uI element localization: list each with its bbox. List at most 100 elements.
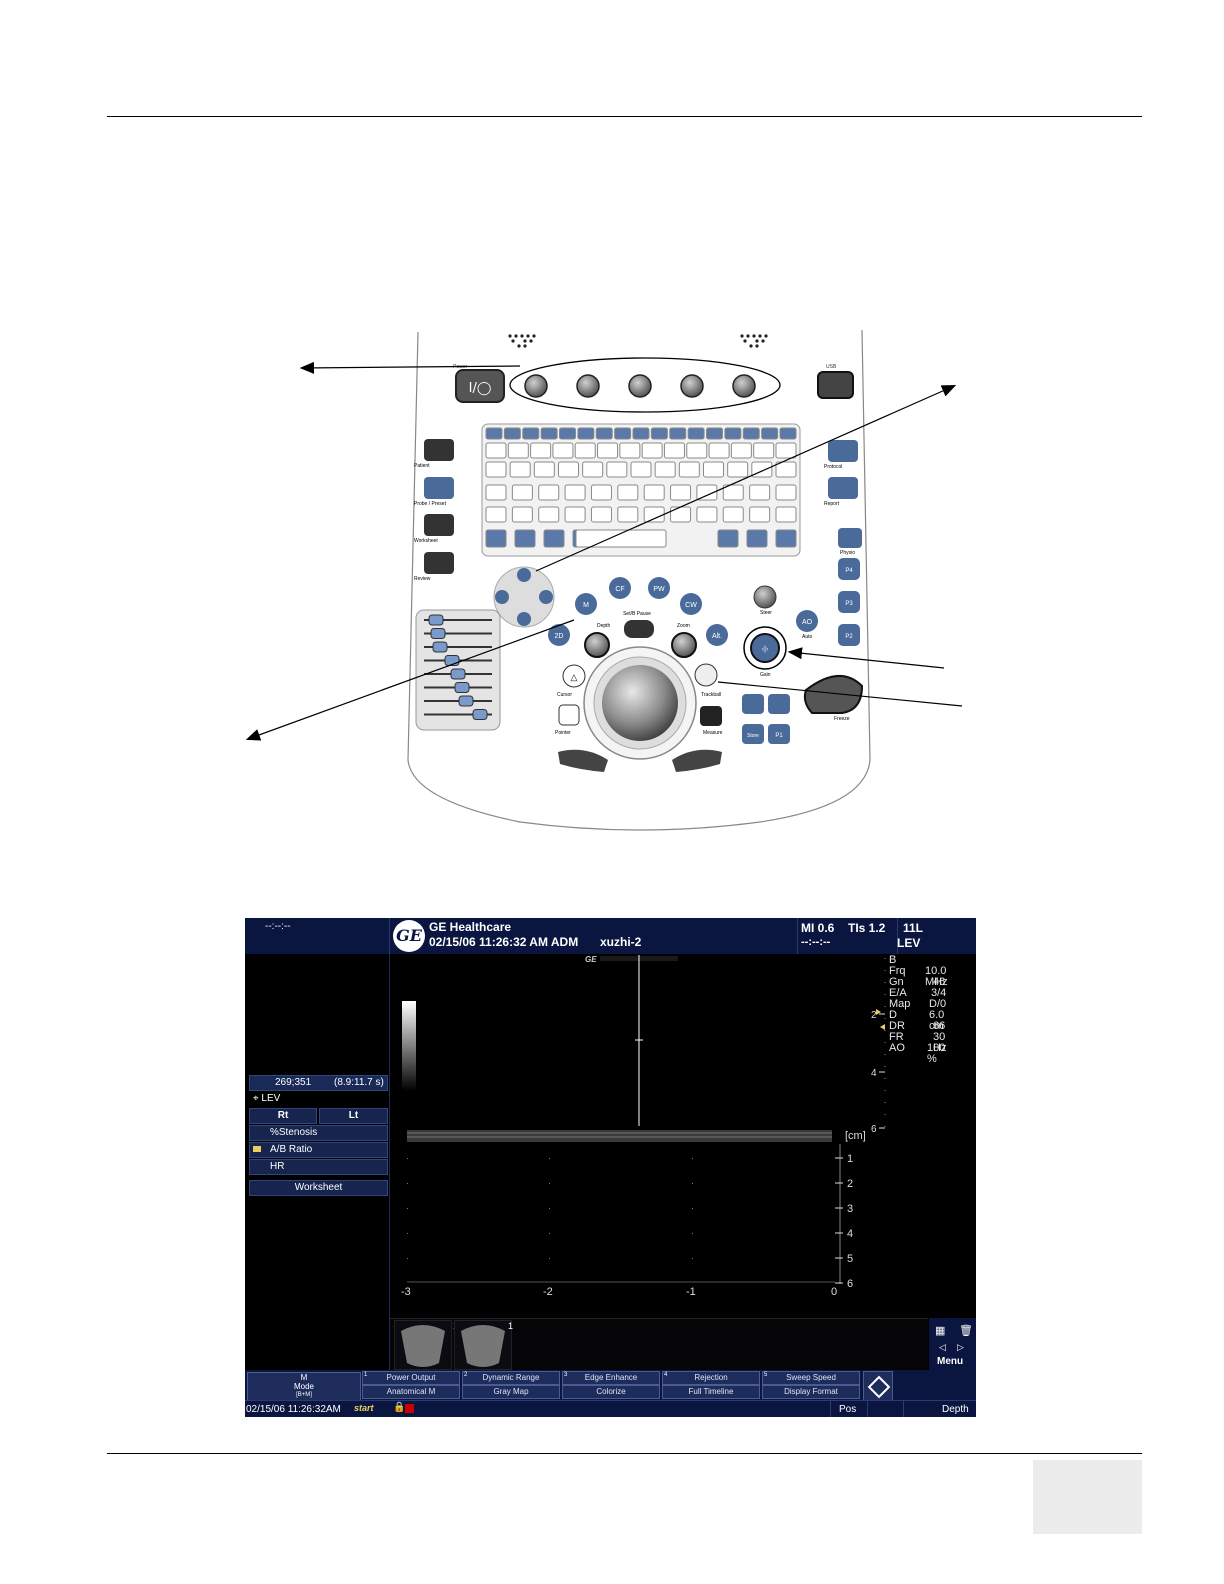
keyboard-key[interactable] (630, 461, 652, 478)
keyboard-key[interactable] (761, 427, 779, 440)
softkey-colorize[interactable]: Colorize (562, 1385, 660, 1399)
keyboard-key[interactable] (775, 461, 797, 478)
keyboard-key[interactable] (577, 427, 595, 440)
keyboard-key[interactable] (538, 484, 560, 501)
keyboard-key[interactable] (746, 529, 768, 548)
keyboard-key[interactable] (582, 461, 604, 478)
keyboard-key[interactable] (559, 427, 576, 440)
keyboard-key[interactable] (538, 506, 560, 523)
keyboard-key[interactable] (678, 461, 700, 478)
keyboard-key[interactable] (722, 484, 744, 501)
menu-area[interactable]: ▦ 🗑 ◁ ▷ Menu (929, 1318, 976, 1370)
keyboard-key[interactable] (670, 484, 692, 501)
keyboard-key[interactable] (670, 506, 692, 523)
keyboard-key[interactable] (727, 461, 749, 478)
keyboard-key[interactable] (614, 427, 632, 440)
keyboard-key[interactable] (775, 484, 797, 501)
space-bar[interactable] (575, 529, 667, 548)
keyboard-key[interactable] (507, 442, 529, 459)
keyboard-key[interactable] (485, 427, 503, 440)
softkey-gray-map[interactable]: Gray Map (462, 1385, 560, 1399)
keyboard-key[interactable] (669, 427, 687, 440)
next-arrow-icon[interactable]: ▷ (957, 1342, 964, 1352)
keyboard-key[interactable] (522, 427, 540, 440)
keyboard-key[interactable] (775, 442, 797, 459)
measure-hr[interactable]: HR (249, 1159, 388, 1175)
tgc-slider-handle[interactable] (432, 641, 448, 653)
keyboard-key[interactable] (641, 442, 663, 459)
keyboard-key[interactable] (706, 427, 723, 440)
thumbnail-2[interactable]: 1 (454, 1320, 513, 1370)
keyboard-key[interactable] (564, 506, 586, 523)
keyboard-key[interactable] (606, 461, 628, 478)
keyboard-key[interactable] (590, 506, 612, 523)
measure-ab-ratio[interactable]: A/B Ratio (249, 1142, 388, 1158)
keyboard-key[interactable] (742, 427, 760, 440)
keyboard-key[interactable] (503, 427, 521, 440)
side-rt-button[interactable]: Rt (249, 1108, 317, 1124)
softkey-edge-enhance[interactable]: Edge Enhance (562, 1371, 660, 1385)
tgc-slider-handle[interactable] (430, 628, 446, 639)
keyboard-key[interactable] (485, 506, 507, 523)
tgc-slider-handle[interactable] (428, 614, 444, 626)
keyboard-key[interactable] (663, 442, 685, 459)
keyboard-key[interactable] (724, 427, 742, 440)
softkey-rejection[interactable]: Rejection (662, 1371, 760, 1385)
keyboard-key[interactable] (530, 442, 552, 459)
keyboard-key[interactable] (708, 442, 730, 459)
keyboard-key[interactable] (574, 442, 596, 459)
keyboard-key[interactable] (749, 506, 771, 523)
keyboard-key[interactable] (540, 427, 558, 440)
keyboard-key[interactable] (617, 484, 639, 501)
keyboard-key[interactable] (687, 427, 705, 440)
tgc-slider-handle[interactable] (450, 668, 466, 680)
keyboard-key[interactable] (617, 506, 639, 523)
keyboard-key[interactable] (703, 461, 724, 478)
keyboard-key[interactable] (485, 529, 507, 548)
keyboard-key[interactable] (779, 427, 797, 440)
keyboard-key[interactable] (619, 442, 641, 459)
keyboard-key[interactable] (511, 506, 533, 523)
keyboard-key[interactable] (485, 484, 507, 501)
softkey-power-output[interactable]: Power Output (362, 1371, 460, 1385)
keyboard-key[interactable] (650, 427, 668, 440)
softkey-anatomical-m[interactable]: Anatomical M (362, 1385, 460, 1399)
keyboard-key[interactable] (749, 484, 771, 501)
keyboard-key[interactable] (730, 442, 752, 459)
keyboard-key[interactable] (654, 461, 676, 478)
tgc-slider-handle[interactable] (458, 695, 474, 707)
keyboard-key[interactable] (564, 484, 586, 501)
keyboard-key[interactable] (485, 442, 507, 459)
keyboard-key[interactable] (543, 529, 565, 548)
keyboard-key[interactable] (775, 529, 797, 548)
keyboard-key[interactable] (686, 442, 708, 459)
keyboard-key[interactable] (643, 506, 665, 523)
softkey-display-format[interactable]: Display Format (762, 1385, 860, 1399)
keyboard-key[interactable] (509, 461, 531, 478)
keyboard-key[interactable] (558, 461, 579, 478)
navigation-diamond-icon[interactable] (863, 1371, 893, 1401)
softkey-full-timeline[interactable]: Full Timeline (662, 1385, 760, 1399)
keyboard-key[interactable] (775, 506, 797, 523)
keyboard-key[interactable] (552, 442, 574, 459)
thumbnail-1[interactable]: 1 (394, 1320, 458, 1370)
keyboard-key[interactable] (696, 506, 718, 523)
worksheet-button[interactable]: Worksheet (249, 1180, 388, 1196)
softkey-sweep-speed[interactable]: Sweep Speed (762, 1371, 860, 1385)
measure-stenosis[interactable]: %Stenosis (249, 1125, 388, 1141)
prev-arrow-icon[interactable]: ◁ (939, 1342, 946, 1352)
keyboard-key[interactable] (753, 442, 775, 459)
softkey-dynamic-range[interactable]: Dynamic Range (462, 1371, 560, 1385)
keyboard-key[interactable] (717, 529, 739, 548)
keyboard-key[interactable] (597, 442, 619, 459)
keyboard-key[interactable] (485, 461, 507, 478)
menu-label[interactable]: Menu (937, 1356, 964, 1367)
keyboard-key[interactable] (696, 484, 718, 501)
keyboard-key[interactable] (514, 529, 536, 548)
keyboard-key[interactable] (722, 506, 744, 523)
tgc-slider-handle[interactable] (454, 682, 470, 693)
keyboard-key[interactable] (590, 484, 612, 501)
mode-button[interactable]: M Mode [B+M] (247, 1372, 361, 1402)
keyboard-key[interactable] (643, 484, 665, 501)
tgc-slider-handle[interactable] (472, 709, 488, 720)
